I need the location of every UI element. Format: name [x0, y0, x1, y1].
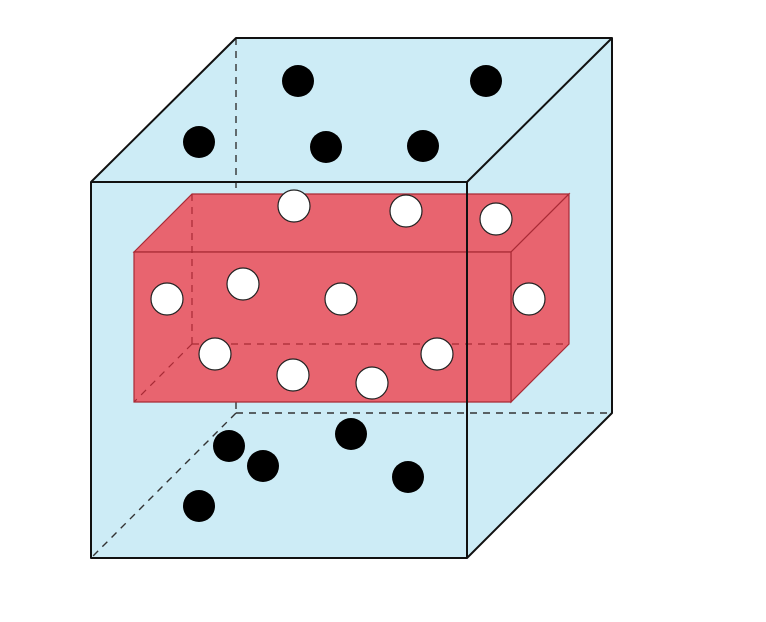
white-particle — [198, 337, 232, 371]
inner-box-hidden-edges — [133, 194, 569, 403]
black-particle — [392, 461, 424, 493]
black-particle — [183, 490, 215, 522]
outer-cube-visible-edges — [90, 37, 613, 559]
white-particle — [355, 366, 389, 400]
black-particle — [213, 430, 245, 462]
black-particle — [310, 131, 342, 163]
white-particle — [324, 282, 358, 316]
white-particle — [150, 282, 184, 316]
black-particle — [335, 418, 367, 450]
black-particle — [247, 450, 279, 482]
white-particle — [389, 194, 423, 228]
outer-cube-right-outline — [466, 38, 613, 559]
white-particles — [150, 189, 546, 400]
white-particle — [226, 267, 260, 301]
white-particle — [512, 282, 546, 316]
black-particle — [470, 65, 502, 97]
inner-box-front-face — [133, 251, 512, 403]
outer-cube-top-outline — [90, 37, 613, 183]
hidden-edge-bottom-diagonal — [90, 412, 237, 559]
white-particle — [276, 358, 310, 392]
inner-hidden-edge-diagonal — [133, 343, 193, 403]
white-particle — [420, 337, 454, 371]
black-particle — [407, 130, 439, 162]
white-particle — [479, 202, 513, 236]
black-particle — [183, 126, 215, 158]
white-particle — [277, 189, 311, 223]
black-particles — [183, 65, 502, 522]
black-particle — [282, 65, 314, 97]
